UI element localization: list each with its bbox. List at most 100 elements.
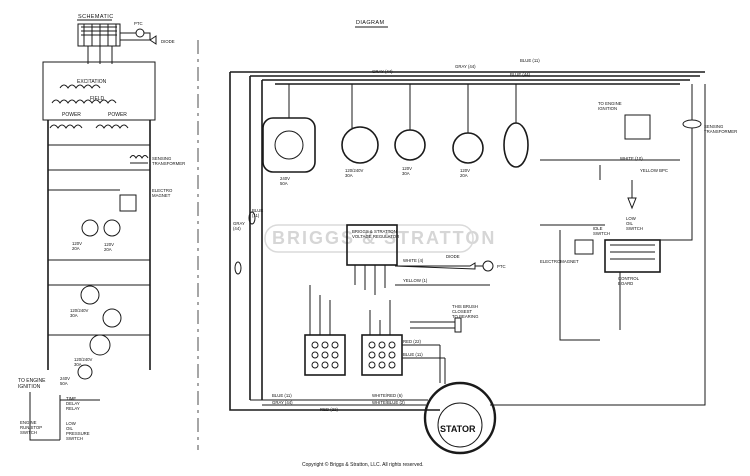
diagram-receptacle-240-face — [274, 130, 304, 160]
diagram-ptc-symbol — [482, 260, 494, 272]
diagram-white-blue-label: WHITE/BLUE (2) — [372, 400, 405, 405]
schematic-connector-block — [77, 23, 121, 47]
diagram-red22-label: RED (22) — [403, 339, 421, 344]
copyright-text: Copyright © Briggs & Stratton, LLC. All … — [302, 461, 424, 468]
schematic-connector-pins — [81, 24, 117, 46]
schematic-ptc-label: PTC — [134, 21, 143, 26]
diagram-bottom-harness — [250, 84, 706, 406]
schematic-diode-symbol — [149, 35, 157, 45]
schematic-receptacle-4 — [102, 308, 122, 328]
diagram-receptacles — [262, 117, 529, 173]
schematic-rotor-box — [42, 61, 156, 121]
diagram-control-board-pins — [610, 244, 655, 260]
wire-label-top4: BLUE (44) — [510, 72, 531, 77]
diagram-white-red-label: WHITE/RED (6) — [372, 393, 403, 398]
schematic-buses — [47, 120, 151, 370]
diagram-terminal-pins — [311, 341, 396, 369]
diagram-stator-ring — [423, 381, 497, 455]
diagram-left-wires — [229, 72, 440, 411]
diagram-block-outputs — [402, 344, 445, 359]
schematic-ignition-wires — [29, 392, 100, 441]
diagram-heading: DIAGRAM — [356, 20, 384, 26]
diagram-terminal-block-1 — [304, 334, 346, 376]
schematic-electromagnet-box — [119, 194, 137, 212]
diagram-blue11b-label: BLUE (11) — [272, 393, 292, 398]
diagram-diode-symbol — [394, 262, 483, 270]
diagram-voltage-regulator — [346, 224, 398, 266]
diagram-top-harness — [230, 71, 705, 85]
diagram-control-board — [604, 239, 661, 273]
schematic-power1-label: POWER — [62, 112, 81, 118]
diagram-electromagnet-box — [574, 239, 594, 255]
schematic-receptacle-3 — [80, 285, 100, 305]
diagram-terminal-block-2 — [361, 334, 403, 376]
diagram-sensing-wires — [660, 84, 693, 241]
schematic-receptacle-5 — [89, 334, 111, 356]
diagram-yellow1-label: YELLOW (1) — [403, 278, 428, 283]
diagram-blue11-label: BLUE (11) — [403, 352, 423, 357]
schematic-field-label: FIELD — [90, 96, 105, 102]
diagram-ptc-label: PTC — [497, 264, 506, 269]
diagram-connector-2 — [234, 261, 242, 275]
diagram-brush-leads — [410, 317, 462, 333]
diagram-receptacle-120-30 — [394, 129, 426, 161]
schematic-sensing-transformer — [129, 155, 149, 164]
schematic-excitation-label: EXCITATION — [77, 79, 107, 85]
schematic-receptacle-6 — [77, 364, 93, 380]
diagram-receptacle-120-20a — [452, 132, 484, 164]
wire-label-top3: GRAY (44) — [372, 69, 393, 74]
diagram-stator-core — [437, 402, 483, 448]
diagram-relay-box — [624, 114, 651, 140]
schematic-field-coil — [51, 99, 117, 104]
diagram-gray-left-label: GRAY(44) — [233, 221, 245, 231]
schematic-ptc-symbol — [135, 28, 145, 38]
diagram-yellow-bpc-label: YELLOW BPC — [640, 168, 668, 173]
diagram-receptacle-120-20b — [503, 122, 529, 168]
diagram-terminal-feeds — [309, 285, 391, 335]
schematic-power-coils — [49, 124, 129, 129]
schematic-excitation-coil — [59, 84, 101, 89]
schematic: PTC DIODE EXCITATION FIELD POWER POWER S… — [18, 21, 185, 441]
diagram-diode-label: DIODE — [446, 254, 460, 259]
schematic-receptacle-1 — [81, 219, 99, 237]
diagram-receptacle-240 — [262, 117, 316, 173]
diagram-receptacle-120240 — [341, 126, 379, 164]
schematic-heading: SCHEMATIC — [78, 14, 114, 20]
diagram-stator-feeds — [439, 345, 446, 384]
wire-label-top1: BLUE (11) — [520, 58, 540, 63]
diagram-white4-label: WHITE (4) — [403, 258, 424, 263]
wire-label-top2: GRAY (44) — [455, 64, 476, 69]
diagram-gray44-label: GRAY (44) — [272, 400, 293, 405]
diagram-white10-label: WHITE (10) — [620, 156, 643, 161]
schematic-receptacle-2 — [103, 219, 121, 237]
diagram-sensing-transformer — [682, 119, 702, 129]
diagram-stator-label: STATOR — [440, 424, 476, 434]
diagram-blue-left-label: BLUE(11) — [252, 208, 263, 218]
schematic-top-wires — [87, 32, 151, 64]
schematic-receptacles — [77, 219, 122, 380]
diagram-regulator-leads — [354, 265, 386, 295]
schematic-power2-label: POWER — [108, 112, 127, 118]
schematic-cross-wires — [48, 144, 150, 336]
